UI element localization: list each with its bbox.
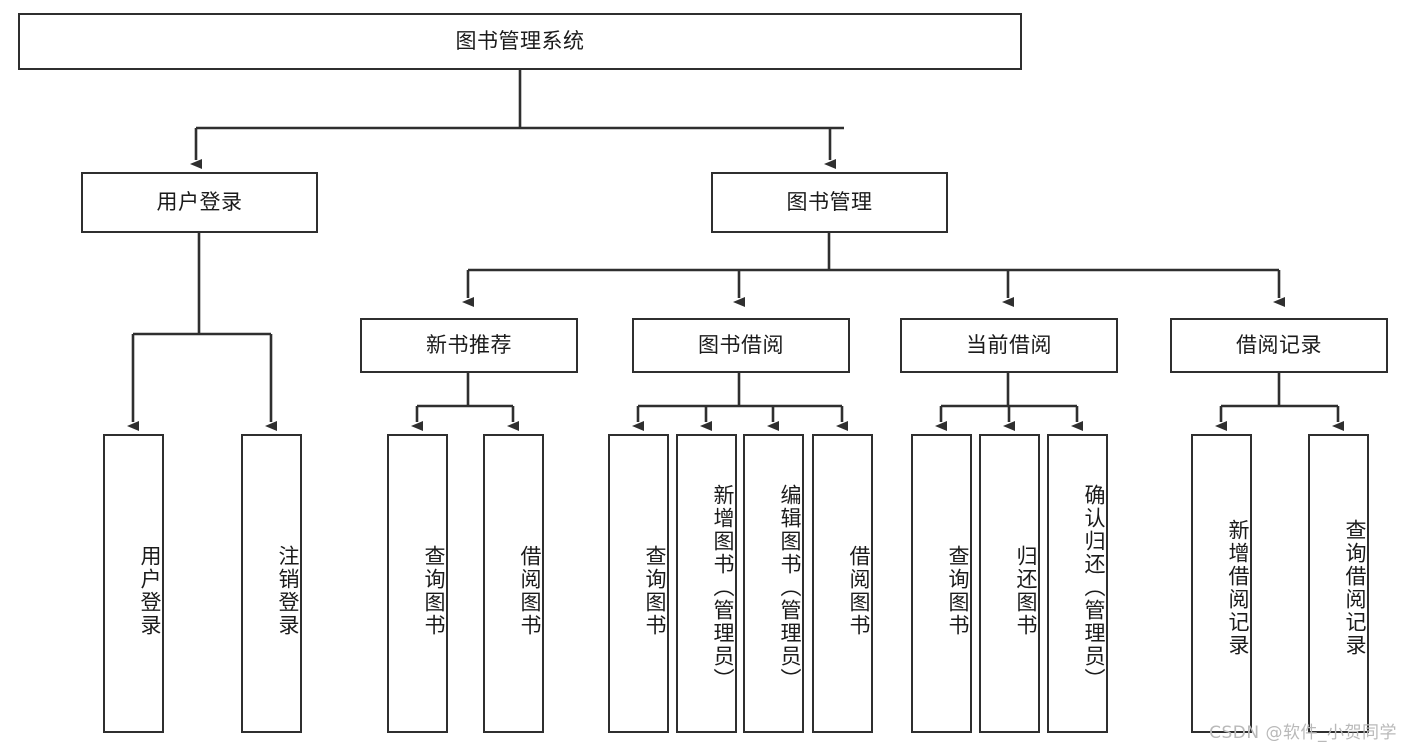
node-current-borrow[interactable]: 当前借阅	[900, 318, 1118, 373]
leaf-query-book-current[interactable]: 查询图书	[911, 434, 972, 733]
leaf-borrow-book-recommend[interactable]: 借阅图书	[483, 434, 544, 733]
leaf-add-borrow-record[interactable]: 新增借阅记录	[1191, 434, 1252, 733]
node-current-borrow-label: 当前借阅	[966, 333, 1052, 358]
leaf-add-book-admin-label: 新增图书（管理员）	[711, 484, 735, 691]
leaf-borrow-book-label: 借阅图书	[847, 544, 871, 637]
node-user-login[interactable]: 用户登录	[81, 172, 318, 233]
leaf-query-book-borrow[interactable]: 查询图书	[608, 434, 669, 733]
node-borrow-record[interactable]: 借阅记录	[1170, 318, 1388, 373]
leaf-query-book-recommend[interactable]: 查询图书	[387, 434, 448, 733]
leaf-edit-book-admin-label: 编辑图书（管理员）	[778, 484, 802, 691]
leaf-logout[interactable]: 注销登录	[241, 434, 302, 733]
node-root-label: 图书管理系统	[455, 29, 585, 54]
leaf-edit-book-admin[interactable]: 编辑图书（管理员）	[743, 434, 804, 733]
leaf-logout-label: 注销登录	[276, 544, 300, 637]
leaf-user-login-label: 用户登录	[138, 544, 162, 637]
leaf-confirm-return-admin[interactable]: 确认归还（管理员）	[1047, 434, 1108, 733]
leaf-confirm-return-admin-label: 确认归还（管理员）	[1082, 484, 1106, 691]
leaf-return-book[interactable]: 归还图书	[979, 434, 1040, 733]
leaf-query-borrow-record-label: 查询借阅记录	[1343, 518, 1367, 657]
node-new-book-recommend-label: 新书推荐	[426, 333, 512, 358]
leaf-add-borrow-record-label: 新增借阅记录	[1226, 518, 1250, 657]
leaf-add-book-admin[interactable]: 新增图书（管理员）	[676, 434, 737, 733]
leaf-query-book-current-label: 查询图书	[946, 544, 970, 637]
leaf-query-book-borrow-label: 查询图书	[643, 544, 667, 637]
leaf-borrow-book-recommend-label: 借阅图书	[518, 544, 542, 637]
leaf-borrow-book[interactable]: 借阅图书	[812, 434, 873, 733]
node-book-borrow[interactable]: 图书借阅	[632, 318, 850, 373]
node-book-management-label: 图书管理	[786, 190, 873, 215]
leaf-query-borrow-record[interactable]: 查询借阅记录	[1308, 434, 1369, 733]
leaf-user-login[interactable]: 用户登录	[103, 434, 164, 733]
node-root[interactable]: 图书管理系统	[18, 13, 1022, 70]
node-borrow-record-label: 借阅记录	[1236, 333, 1322, 358]
node-book-borrow-label: 图书借阅	[698, 333, 784, 358]
node-book-management[interactable]: 图书管理	[711, 172, 948, 233]
node-user-login-label: 用户登录	[156, 190, 243, 215]
node-new-book-recommend[interactable]: 新书推荐	[360, 318, 578, 373]
leaf-query-book-recommend-label: 查询图书	[422, 544, 446, 637]
leaf-return-book-label: 归还图书	[1014, 544, 1038, 637]
